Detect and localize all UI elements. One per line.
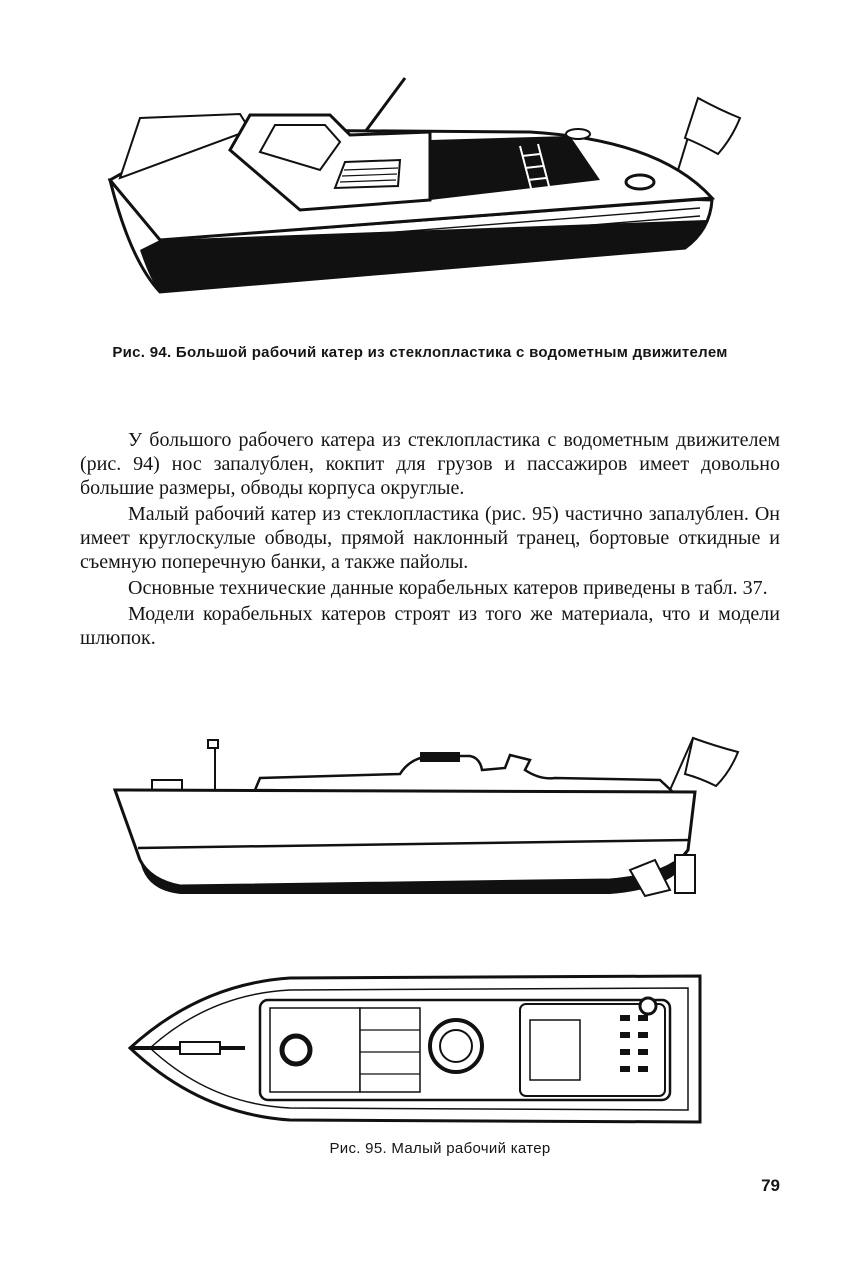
figure-95-plan-view xyxy=(127,974,702,1124)
figure-94-caption: Рис. 94. Большой рабочий катер из стекло… xyxy=(112,344,728,361)
paragraph: Основные технические данные корабельных … xyxy=(128,577,768,599)
paragraph: Модели корабельных катеров строят из тог… xyxy=(80,603,780,649)
page-number: 79 xyxy=(761,1176,780,1195)
paragraph: Малый рабочий катер из стеклопластика (р… xyxy=(80,503,780,573)
body-text: У большого рабочего катера из стеклоплас… xyxy=(80,428,780,652)
figure-95-caption: Рис. 95. Малый рабочий катер xyxy=(329,1140,551,1157)
figure-94-boat-illustration xyxy=(107,77,742,294)
figure-95-side-view xyxy=(112,736,740,898)
paragraph: У большого рабочего катера из стеклоплас… xyxy=(80,429,780,499)
